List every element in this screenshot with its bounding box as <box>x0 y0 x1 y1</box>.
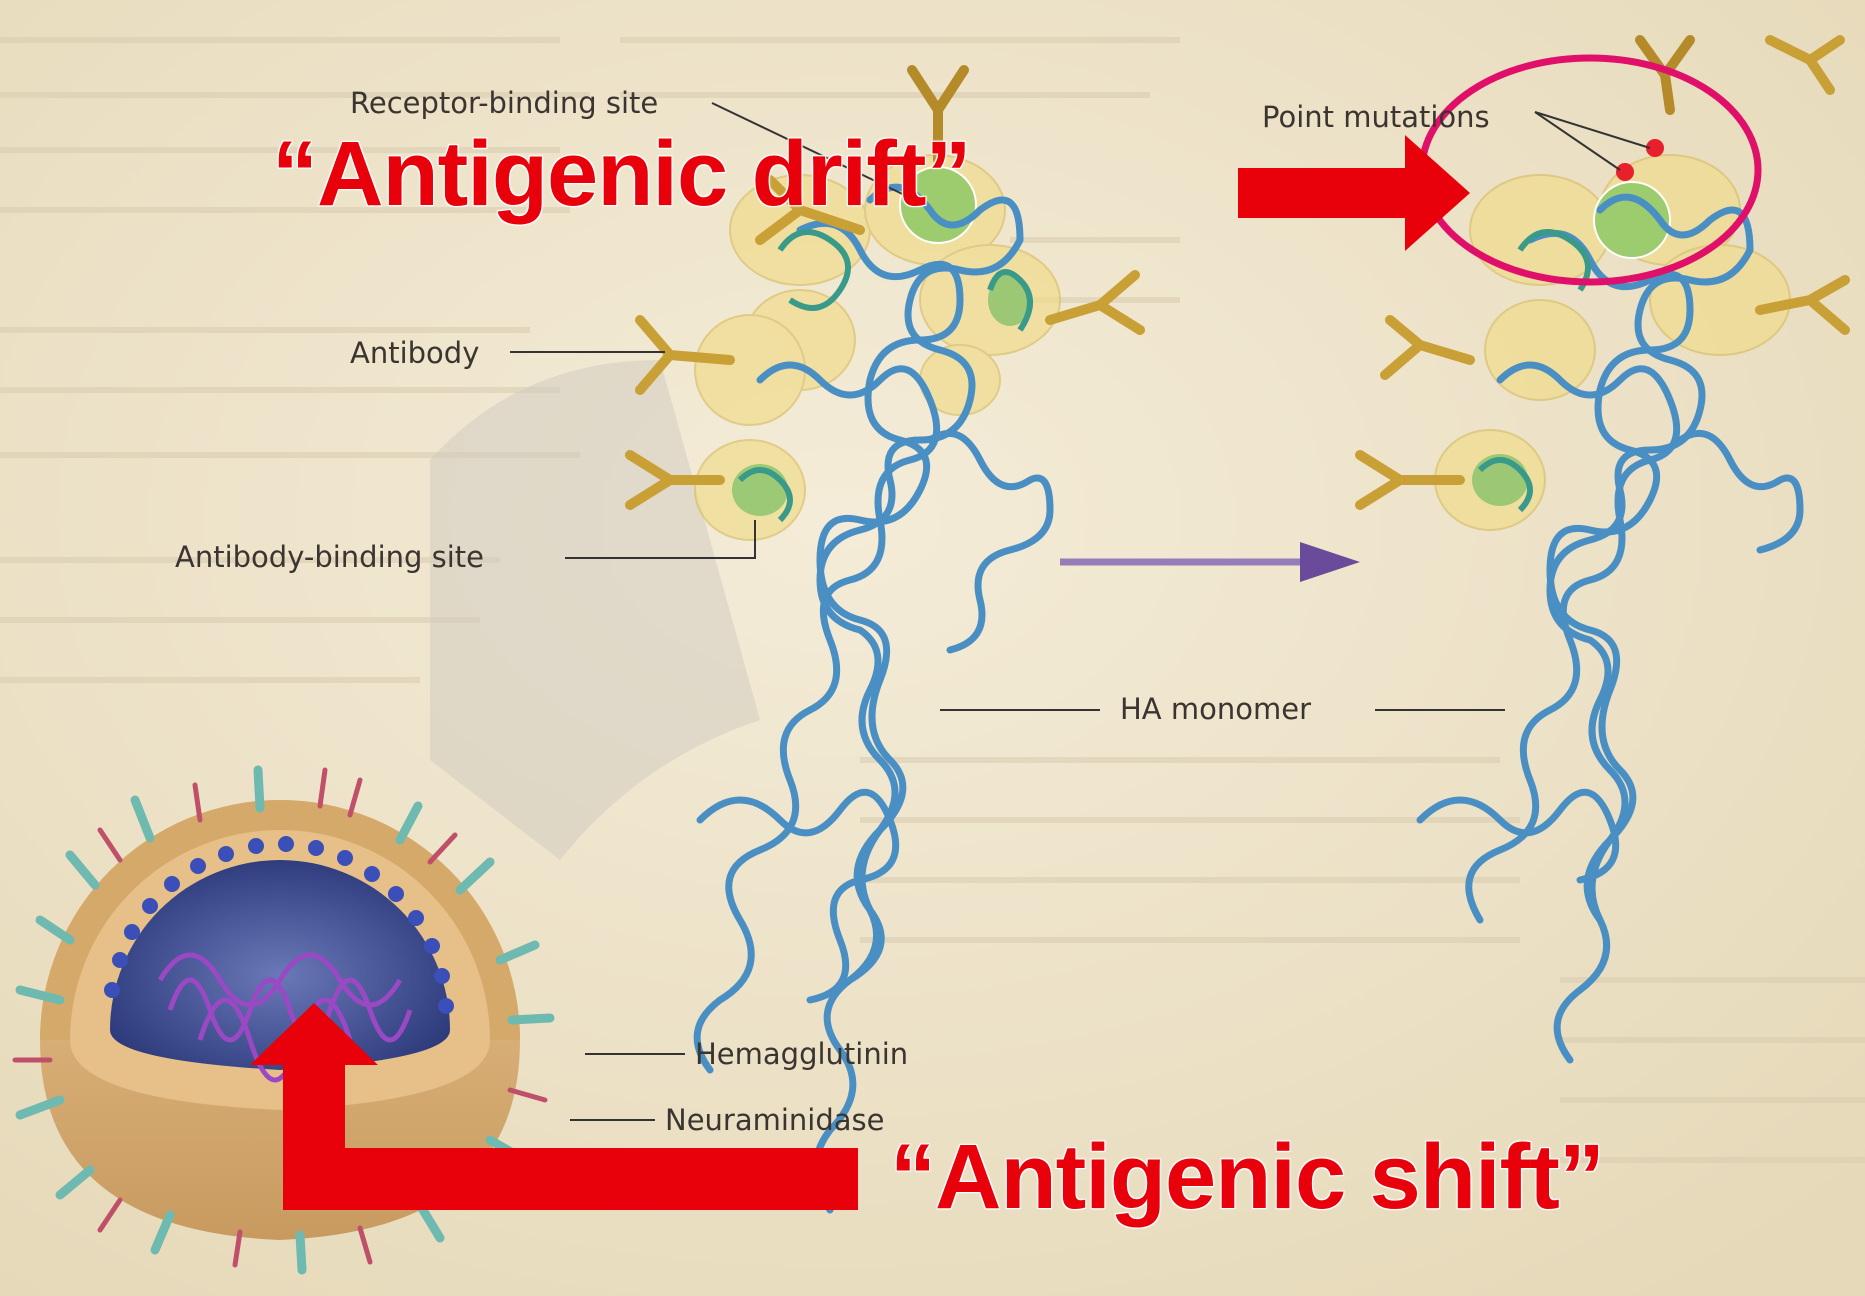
antigenic-drift-annotation: “Antigenic drift” <box>272 122 971 227</box>
antigenic-shift-annotation: “Antigenic shift” <box>890 1125 1604 1230</box>
mutation-dot <box>1616 163 1634 181</box>
hemagglutinin-label: Hemagglutinin <box>695 1037 908 1071</box>
receptor-binding-site-label: Receptor-binding site <box>350 86 658 120</box>
antibody-label: Antibody <box>350 336 479 370</box>
neuraminidase-label: Neuraminidase <box>665 1103 884 1137</box>
point-mutations-label: Point mutations <box>1262 100 1490 134</box>
ha-monomer-label: HA monomer <box>1120 692 1311 726</box>
antibody-binding-site-label: Antibody-binding site <box>175 540 484 574</box>
